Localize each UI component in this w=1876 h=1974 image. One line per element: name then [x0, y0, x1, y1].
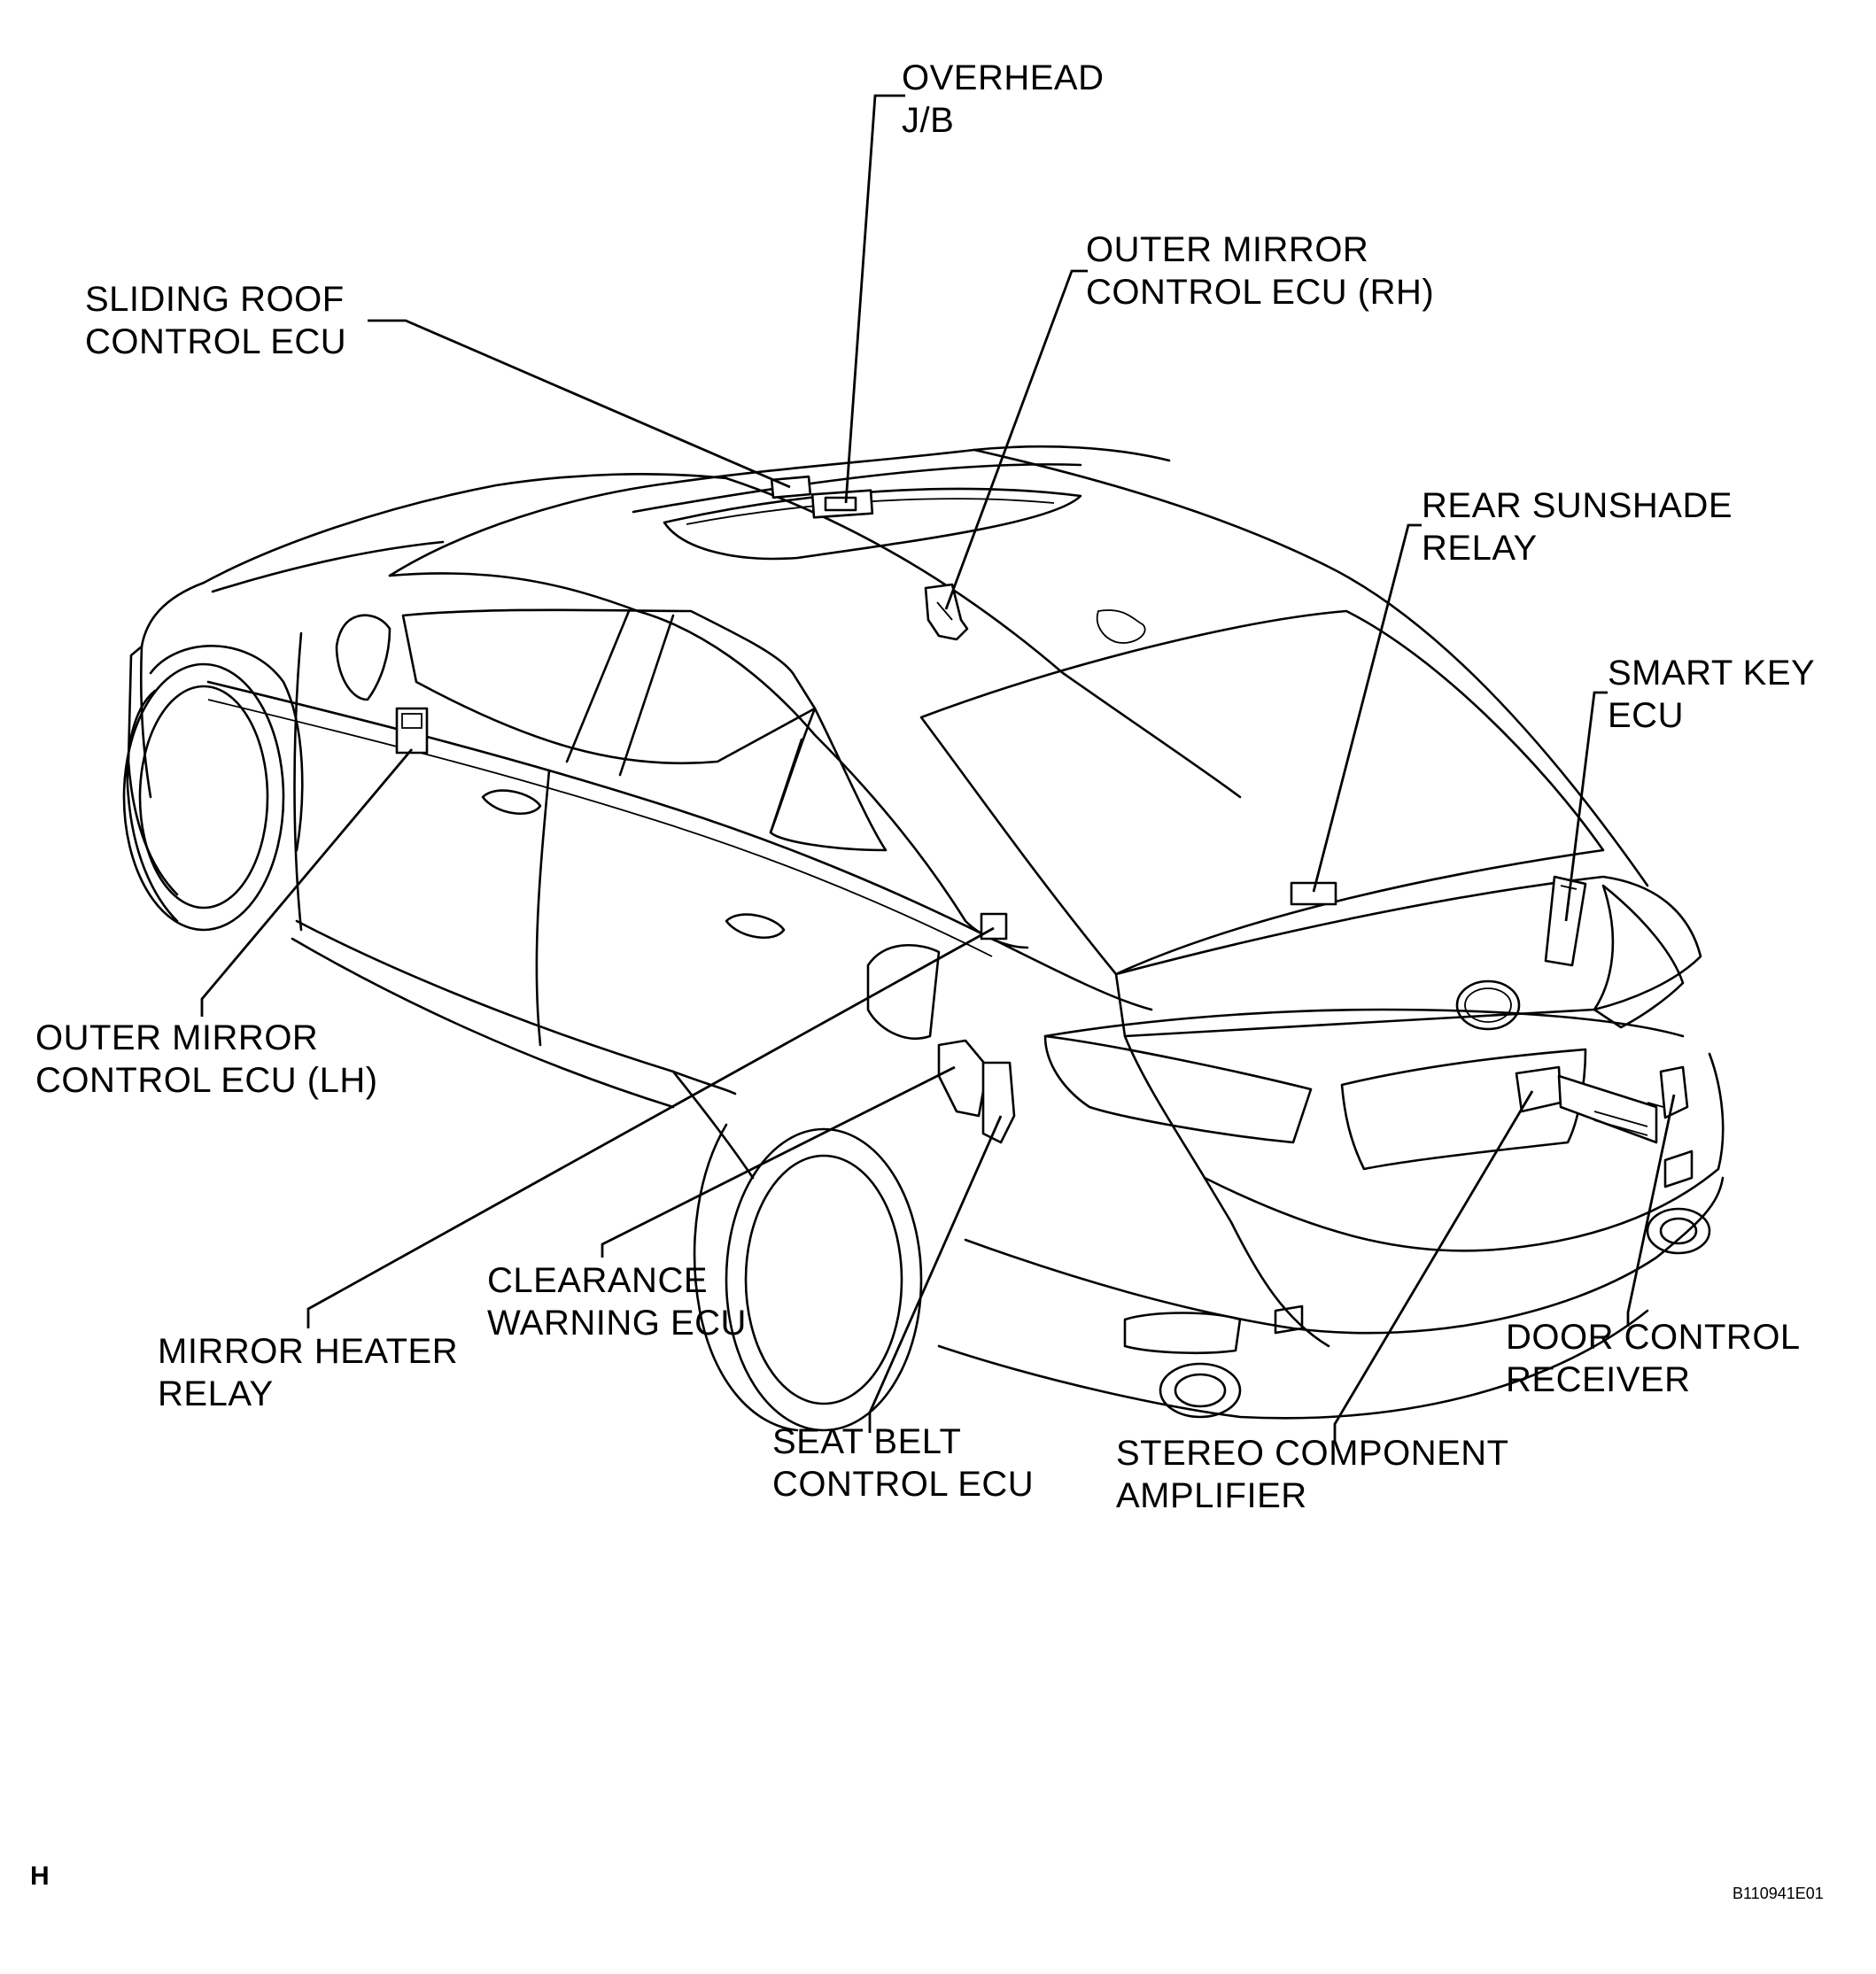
label-seat-belt-control-ecu: SEAT BELT CONTROL ECU [772, 1422, 1035, 1504]
leader-seat-belt [868, 1115, 1003, 1433]
leader-door-control-receiver [1626, 1094, 1676, 1327]
label-clearance-warning-ecu: CLEARANCE WARNING ECU [487, 1261, 747, 1343]
label-stereo-component-amplifier: STEREO COMPONENT AMPLIFIER [1116, 1434, 1509, 1515]
label-overhead-jb: OVERHEAD J/B [902, 58, 1105, 140]
label-outer-mirror-control-ecu-lh: OUTER MIRROR CONTROL ECU (LH) [35, 1018, 378, 1100]
leader-overhead-jb [844, 94, 905, 504]
label-outer-mirror-control-ecu-rh: OUTER MIRROR CONTROL ECU (RH) [1086, 230, 1435, 312]
mirror-heater-relay-part [980, 912, 1008, 941]
section-letter: H [30, 1862, 50, 1891]
label-rear-sunshade-relay: REAR SUNSHADE RELAY [1422, 486, 1733, 568]
sliding-roof-control-ecu-part [770, 475, 812, 499]
leader-smart-key [1564, 691, 1608, 922]
label-sliding-roof-control-ecu: SLIDING ROOF CONTROL ECU [85, 280, 347, 361]
seat-belt-control-ecu-part [981, 1061, 1016, 1144]
leader-outer-mirror-rh [944, 269, 1088, 610]
leader-mirror-heater [306, 926, 995, 1328]
leader-outer-mirror-lh [200, 748, 414, 1017]
front-wheel [122, 662, 285, 932]
clearance-warning-ecu-part [937, 1039, 989, 1118]
leader-clearance-warning [601, 1065, 956, 1258]
label-door-control-receiver: DOOR CONTROL RECEIVER [1506, 1318, 1801, 1399]
door-control-receiver-part [1659, 1065, 1689, 1119]
label-smart-key-ecu: SMART KEY ECU [1608, 654, 1816, 735]
rear-wheel [693, 1123, 923, 1432]
rear-sunshade-relay-part [1290, 881, 1337, 906]
leader-lines [200, 94, 1676, 1444]
leader-sliding-roof [368, 319, 791, 489]
leader-stereo-amplifier [1333, 1090, 1534, 1444]
smart-key-ecu-part [1544, 875, 1587, 967]
car-body [122, 445, 1725, 1432]
leader-rear-sunshade [1312, 523, 1422, 893]
figure-code: B110941E01 [1733, 1885, 1824, 1902]
component-parts [395, 475, 1689, 1144]
label-mirror-heater-relay: MIRROR HEATER RELAY [158, 1332, 459, 1413]
